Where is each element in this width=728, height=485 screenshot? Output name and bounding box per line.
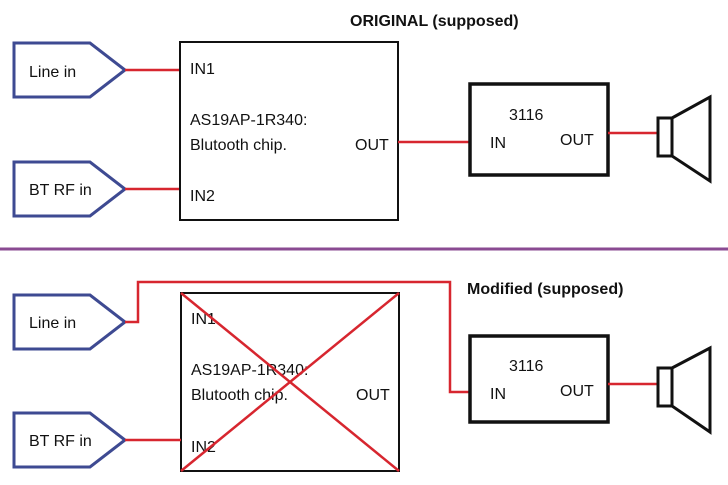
bluetooth-chip-box	[179, 41, 399, 221]
line-in-label: Line in	[29, 315, 76, 332]
bt-rf-in-label: BT RF in	[29, 182, 92, 199]
amp-box	[468, 82, 610, 177]
chip-name-line2: Blutooth chip.	[191, 387, 288, 404]
amp-name-label: 3116	[509, 358, 544, 375]
chip-in2-label: IN2	[190, 188, 215, 205]
wire-bypass-line-in	[125, 280, 470, 394]
modified-title: Modified (supposed)	[467, 281, 623, 298]
chip-name-line1: AS19AP-1R340:	[190, 112, 307, 129]
bt-rf-in-shape	[12, 411, 128, 469]
line-in-shape	[12, 41, 128, 99]
amp-in-label: IN	[490, 386, 506, 403]
amp-out-label: OUT	[560, 132, 594, 149]
chip-in1-label: IN1	[190, 61, 215, 78]
speaker-icon	[656, 345, 712, 435]
amp-in-label: IN	[490, 135, 506, 152]
amp-box	[468, 334, 610, 424]
speaker-icon	[656, 94, 712, 184]
chip-cross-line	[180, 292, 400, 472]
original-title: ORIGINAL (supposed)	[350, 13, 519, 30]
bt-rf-in-shape	[12, 160, 128, 218]
amp-out-label: OUT	[560, 383, 594, 400]
chip-out-label: OUT	[356, 387, 390, 404]
amp-name-label: 3116	[509, 107, 544, 124]
original-section: ORIGINAL (supposed) Line in BT RF in IN1…	[12, 13, 712, 221]
chip-name-line2: Blutooth chip.	[190, 137, 287, 154]
modified-section: Modified (supposed) Line in BT RF in IN1…	[12, 280, 712, 472]
bt-rf-in-label: BT RF in	[29, 433, 92, 450]
chip-name-line1: AS19AP-1R340:	[191, 362, 308, 379]
chip-out-label: OUT	[355, 137, 389, 154]
line-in-label: Line in	[29, 64, 76, 81]
chip-in2-label: IN2	[191, 439, 216, 456]
line-in-shape	[12, 293, 128, 351]
